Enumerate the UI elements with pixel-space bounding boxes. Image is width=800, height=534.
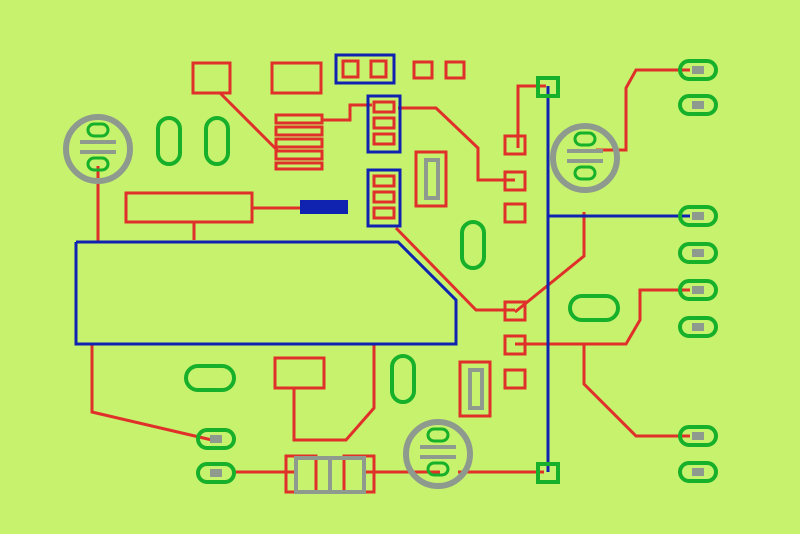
transistor-q2-bar-1 — [567, 149, 603, 153]
package-lower-pad-1 — [372, 174, 396, 188]
connector-right-pin-3 — [678, 205, 718, 227]
trace-smd-r-to-upper — [322, 103, 372, 122]
pad-oval-5 — [184, 364, 236, 392]
hole-5 — [692, 286, 704, 294]
transistor-q2 — [550, 123, 620, 193]
connector-right-pin-2 — [678, 94, 718, 116]
blue-pad — [300, 200, 348, 214]
pad-oval-3 — [460, 220, 486, 270]
connector-bl-hole-1 — [210, 435, 222, 443]
trace-pad-to-heatsink — [218, 91, 280, 153]
package-lower-pad-2 — [372, 190, 396, 204]
smd-pad-bottom-mid — [273, 356, 326, 390]
transistor-q1-pad-top — [86, 122, 110, 138]
package-upper-pad-1 — [372, 100, 396, 114]
multi-pad-line-1 — [274, 113, 324, 125]
smd-multi-pad — [274, 113, 324, 171]
capacitor-c2 — [458, 360, 492, 418]
ic-outline — [74, 240, 458, 346]
transistor-q1 — [63, 114, 133, 184]
hole-4 — [692, 249, 704, 257]
capacitor-c1 — [414, 150, 448, 208]
package-upper — [366, 94, 402, 154]
smd-mid-2 — [503, 170, 527, 192]
transistor-q3-body — [403, 419, 473, 489]
multi-pad-line-4 — [274, 149, 324, 161]
package-top — [334, 53, 396, 85]
hole-2 — [692, 101, 704, 109]
transistor-q2-bar-2 — [567, 159, 603, 163]
smd-pad-top-left — [191, 61, 232, 95]
hole-7 — [692, 432, 704, 440]
trace-ic-to-bottom-cap — [292, 344, 376, 442]
multi-pad-line-2 — [274, 125, 324, 137]
smd-mid-5 — [503, 334, 527, 356]
smd-pad-top-mid — [270, 61, 323, 95]
hole-3 — [692, 212, 704, 220]
trace-upper-to-mid — [398, 106, 515, 182]
connector-right-pin-4 — [678, 242, 718, 264]
connector-right-pin-5 — [678, 279, 718, 301]
transistor-q3-pad-bottom — [426, 461, 450, 477]
connector-bl-hole-2 — [210, 469, 222, 477]
connector-bl-pin-2 — [196, 462, 236, 484]
multi-pad-line-5 — [274, 161, 324, 171]
transistor-q1-bar-2 — [80, 150, 116, 154]
connector-right-pin-1 — [678, 59, 718, 81]
package-lower — [366, 168, 402, 228]
connector-pad-bottom — [536, 462, 560, 484]
trace-mid-to-pin6 — [582, 344, 690, 438]
smd-mid-1 — [503, 134, 527, 156]
transistor-q3 — [403, 419, 473, 489]
multi-pad-line-3 — [274, 137, 324, 149]
package-upper-pad-3 — [372, 132, 396, 146]
smd-mid-4 — [503, 300, 527, 322]
smd-mid-3 — [503, 202, 527, 224]
connector-right — [678, 59, 718, 483]
hole-8 — [692, 468, 704, 476]
body-c2 — [468, 368, 484, 410]
package-top-pad-1 — [341, 59, 360, 79]
pad-oval-1 — [156, 116, 182, 166]
hole-1 — [692, 66, 704, 74]
trace-q2-to-mid — [514, 212, 586, 314]
transistor-q1-pad-bottom — [86, 156, 110, 172]
trace-ic-to-bl-pad — [90, 344, 213, 442]
pad-oval-2 — [204, 116, 230, 166]
smd-pad-small-1 — [412, 60, 434, 80]
package-top-pad-2 — [369, 59, 388, 79]
transistor-q1-bar-1 — [80, 140, 116, 144]
smd-pad-small-2 — [444, 60, 466, 80]
blue-packages — [300, 53, 402, 228]
body-c1 — [424, 158, 440, 200]
package-lower-pad-3 — [372, 206, 396, 220]
connector-right-pin-8 — [678, 461, 718, 483]
transistor-q2-body — [550, 123, 620, 193]
pad-oval-6 — [390, 354, 416, 404]
transistor-q3-bar-2 — [420, 455, 456, 459]
trace-pin4-to-mid — [515, 288, 690, 346]
connector-bottom-left — [196, 428, 236, 484]
transistor-q3-pad-top — [426, 427, 450, 443]
smd-mid-6 — [503, 368, 527, 390]
transistor-q2-pad-top — [573, 131, 597, 147]
package-upper-pad-2 — [372, 116, 396, 130]
connector-right-pin-6 — [678, 316, 718, 338]
transistor-q1-body — [63, 114, 133, 184]
hole-6 — [692, 323, 704, 331]
transistor-q2-pad-bottom — [573, 165, 597, 181]
connector-right-pin-7 — [678, 425, 718, 447]
connector-right-holes — [692, 66, 704, 476]
trace-ic-to-mid — [394, 226, 515, 312]
bottom-layer-traces — [74, 86, 690, 472]
pad-oval-4 — [568, 294, 620, 322]
component-bodies — [294, 158, 484, 494]
resistor-r1 — [124, 191, 254, 224]
connector-bl-pin-1 — [196, 428, 236, 450]
connector-pad-top — [536, 76, 560, 98]
transistor-q3-bar-1 — [420, 445, 456, 449]
through-hole-pads — [156, 76, 620, 484]
